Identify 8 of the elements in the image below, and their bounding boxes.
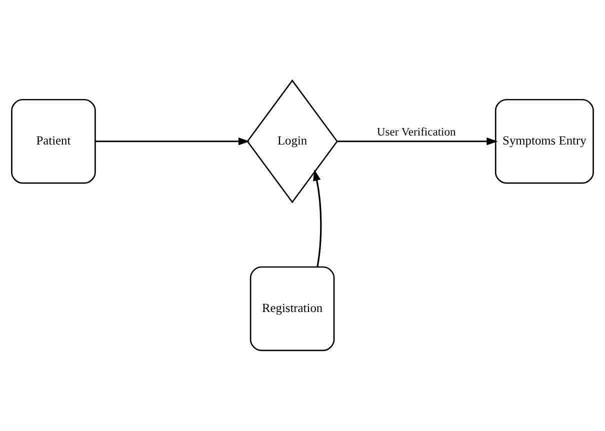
node-box: Patient (11, 98, 96, 184)
arrow (337, 137, 498, 146)
node-diamond: Login (246, 79, 338, 204)
arrow (95, 137, 250, 146)
arrow (313, 170, 322, 268)
node-box: Registration (250, 266, 335, 352)
node-box: Symptoms Entry (494, 98, 594, 184)
edge-label: User Verification (376, 126, 456, 139)
